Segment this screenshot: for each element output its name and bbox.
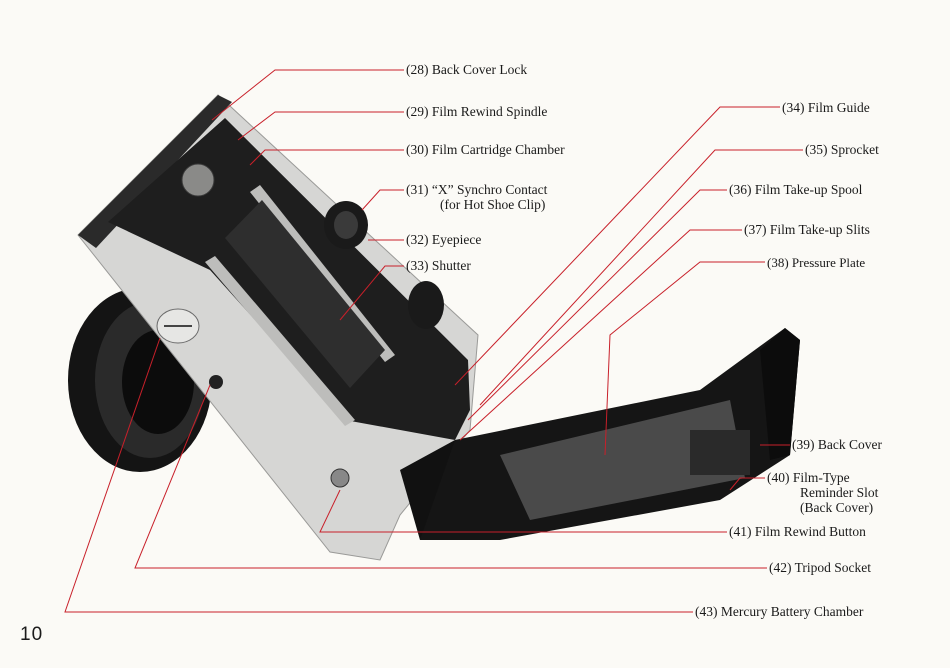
rewind-spindle-knob xyxy=(181,163,215,197)
leader-43 xyxy=(64,337,693,613)
camera-top-edge xyxy=(78,95,232,248)
label-film-type: (40) Film-Type xyxy=(767,470,850,485)
film-rail-upper xyxy=(250,185,395,362)
rewind-button xyxy=(330,468,350,488)
leader-34 xyxy=(454,106,780,386)
label-film-rewind-spindle: (29) Film Rewind Spindle xyxy=(406,104,548,119)
label-sprocket: (35) Sprocket xyxy=(805,142,879,157)
leader-41 xyxy=(319,489,727,533)
shutter-area xyxy=(225,200,385,388)
label-back-cover-lock: (28) Back Cover Lock xyxy=(406,62,528,77)
film-rail-lower xyxy=(205,256,355,426)
leader-38 xyxy=(604,261,765,456)
label-eyepiece: (32) Eyepiece xyxy=(406,232,482,247)
leader-29 xyxy=(237,111,404,141)
leader-36 xyxy=(467,189,727,421)
label-synchro-contact-sub: (for Hot Shoe Clip) xyxy=(440,197,546,212)
label-synchro-contact: (31) “X” Synchro Contact xyxy=(406,182,548,197)
reminder-slot xyxy=(690,430,750,475)
tripod-socket xyxy=(209,375,223,389)
label-film-guide: (34) Film Guide xyxy=(782,100,870,115)
label-back-cover-note: (Back Cover) xyxy=(800,500,874,515)
leader-35 xyxy=(479,149,803,406)
shutter-dial xyxy=(408,281,444,329)
label-pressure-plate: (38) Pressure Plate xyxy=(767,255,866,270)
label-shutter: (33) Shutter xyxy=(406,258,471,273)
page-number: 10 xyxy=(20,624,44,645)
back-cover-lip xyxy=(760,328,800,460)
label-tripod-socket: (42) Tripod Socket xyxy=(769,560,872,575)
leader-40 xyxy=(729,477,765,491)
label-back-cover: (39) Back Cover xyxy=(792,437,882,452)
pressure-plate xyxy=(500,400,745,520)
label-film-cartridge-chamber: (30) Film Cartridge Chamber xyxy=(406,142,565,157)
leader-37 xyxy=(459,229,742,441)
leader-31 xyxy=(361,189,404,211)
leader-42 xyxy=(134,384,767,569)
label-film-takeup-spool: (36) Film Take-up Spool xyxy=(729,182,863,197)
eyepiece-lens xyxy=(334,211,358,239)
leader-28 xyxy=(211,69,404,121)
leader-30 xyxy=(249,149,404,166)
label-film-rewind-button: (41) Film Rewind Button xyxy=(729,524,866,539)
label-reminder-slot: Reminder Slot xyxy=(800,485,879,500)
label-mercury-battery-chamber: (43) Mercury Battery Chamber xyxy=(695,604,864,619)
leader-33 xyxy=(339,265,404,321)
label-film-takeup-slits: (37) Film Take-up Slits xyxy=(744,222,870,237)
